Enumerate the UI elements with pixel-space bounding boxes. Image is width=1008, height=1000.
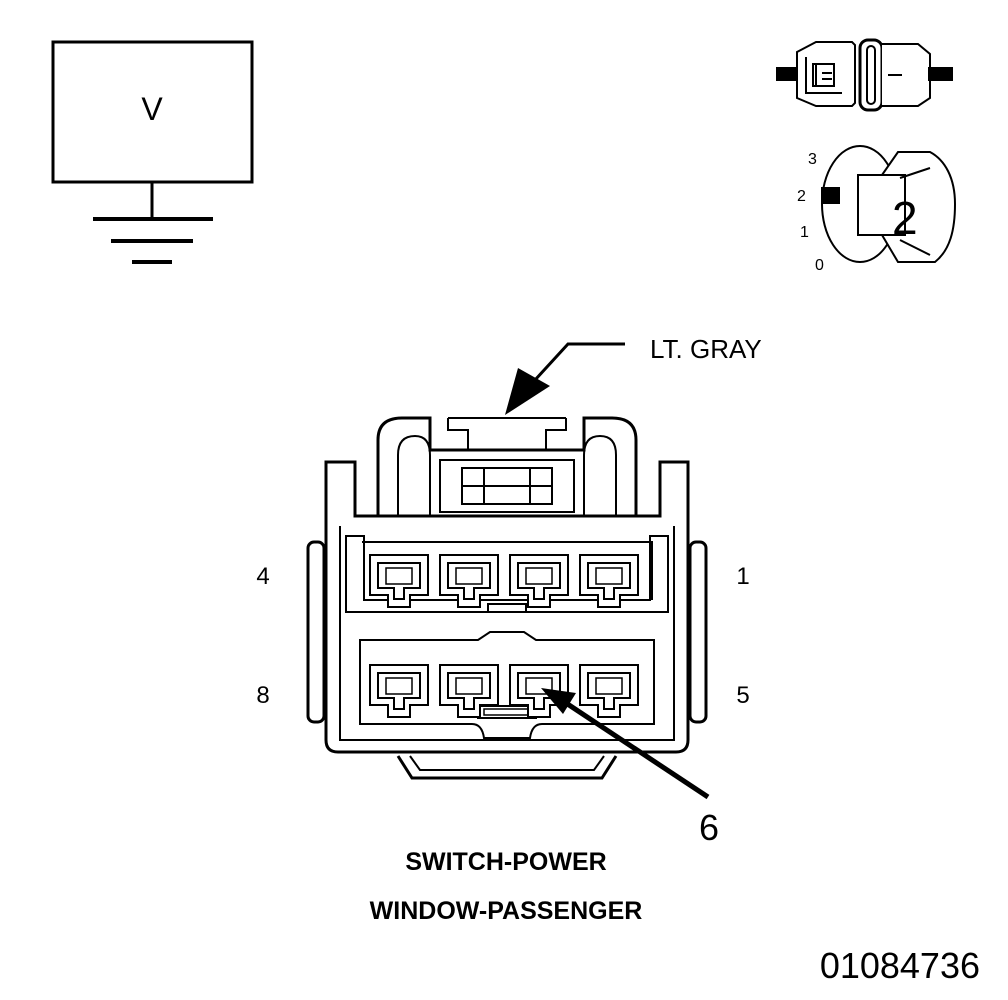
pin-cavity-7: [439, 664, 499, 718]
position-0-label: 0: [815, 257, 824, 274]
connector-face: [306, 416, 708, 780]
position-1-label: 1: [800, 224, 809, 241]
pin-label-bottom-right: 5: [736, 682, 749, 709]
voltmeter-symbol: V: [51, 40, 254, 264]
key-switch-icon: 2: [821, 145, 957, 263]
wire-color-label: LT. GRAY: [650, 334, 762, 364]
position-indicator: 3 2 1 0 2: [797, 145, 957, 274]
position-2-label: 2: [797, 188, 806, 205]
position-3-label: 3: [808, 151, 817, 168]
ground-icon: [93, 217, 213, 264]
pin-cavity-4: [369, 554, 429, 608]
pin-cavity-6: [509, 664, 569, 718]
pin-callout-arrow: [541, 688, 710, 800]
meter-label: V: [141, 91, 163, 127]
connector-title-line1: SWITCH-POWER: [405, 848, 606, 876]
pin-label-top-left: 4: [256, 563, 269, 590]
pin-cavity-3: [439, 554, 499, 608]
pin-cavity-1: [579, 554, 639, 608]
pin-label-top-right: 1: [736, 563, 749, 590]
pin-cavity-2: [509, 554, 569, 608]
pin-cavity-8: [369, 664, 429, 718]
pin-cavity-5: [579, 664, 639, 718]
selected-position-label: 2: [892, 192, 918, 244]
callout-pin-label: 6: [699, 807, 719, 848]
pin-label-bottom-left: 8: [256, 682, 269, 709]
wire-color-callout: LT. GRAY: [505, 334, 762, 415]
connector-plug-icon: [776, 38, 953, 112]
figure-number: 01084736: [820, 945, 980, 986]
connector-title-line2: WINDOW-PASSENGER: [370, 897, 643, 925]
